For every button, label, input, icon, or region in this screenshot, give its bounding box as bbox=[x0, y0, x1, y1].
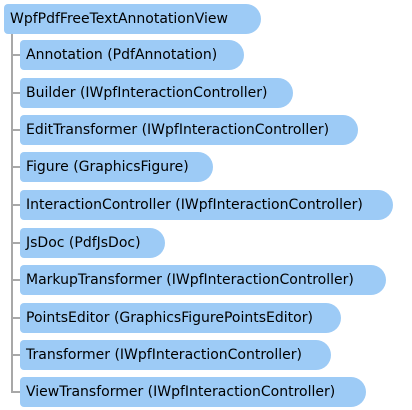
member-node-jsdoc: JsDoc (PdfJsDoc) bbox=[20, 228, 165, 258]
member-node-builder: Builder (IWpfInteractionController) bbox=[20, 78, 293, 108]
member-node-markuptransformer: MarkupTransformer (IWpfInteractionContro… bbox=[20, 265, 386, 295]
tree-trunk-line bbox=[11, 34, 13, 393]
member-node-transformer: Transformer (IWpfInteractionController) bbox=[20, 340, 331, 370]
tree-connector bbox=[11, 204, 20, 206]
tree-connector bbox=[11, 242, 20, 244]
member-node-viewtransformer: ViewTransformer (IWpfInteractionControll… bbox=[20, 377, 366, 407]
tree-connector bbox=[11, 92, 20, 94]
tree-connector bbox=[11, 54, 20, 56]
tree-connector bbox=[11, 166, 20, 168]
member-node-figure: Figure (GraphicsFigure) bbox=[20, 152, 213, 182]
tree-connector bbox=[11, 129, 20, 131]
member-label: MarkupTransformer (IWpfInteractionContro… bbox=[26, 272, 354, 288]
member-label: PointsEditor (GraphicsFigurePointsEditor… bbox=[26, 310, 313, 326]
member-label: EditTransformer (IWpfInteractionControll… bbox=[26, 122, 330, 138]
tree-connector bbox=[11, 354, 20, 356]
member-node-annotation: Annotation (PdfAnnotation) bbox=[20, 40, 244, 70]
member-label: InteractionController (IWpfInteractionCo… bbox=[26, 197, 363, 213]
member-node-edittransformer: EditTransformer (IWpfInteractionControll… bbox=[20, 115, 358, 145]
member-label: Figure (GraphicsFigure) bbox=[26, 159, 189, 175]
tree-connector bbox=[11, 317, 20, 319]
member-node-interactioncontroller: InteractionController (IWpfInteractionCo… bbox=[20, 190, 393, 220]
member-label: JsDoc (PdfJsDoc) bbox=[26, 235, 141, 251]
root-node: WpfPdfFreeTextAnnotationView bbox=[4, 4, 261, 34]
member-label: Transformer (IWpfInteractionController) bbox=[26, 347, 302, 363]
member-node-pointseditor: PointsEditor (GraphicsFigurePointsEditor… bbox=[20, 303, 341, 333]
tree-connector bbox=[11, 279, 20, 281]
member-label: ViewTransformer (IWpfInteractionControll… bbox=[26, 384, 336, 400]
member-label: Builder (IWpfInteractionController) bbox=[26, 85, 268, 101]
member-label: Annotation (PdfAnnotation) bbox=[26, 47, 218, 63]
root-label: WpfPdfFreeTextAnnotationView bbox=[10, 11, 228, 27]
tree-connector bbox=[11, 391, 20, 393]
